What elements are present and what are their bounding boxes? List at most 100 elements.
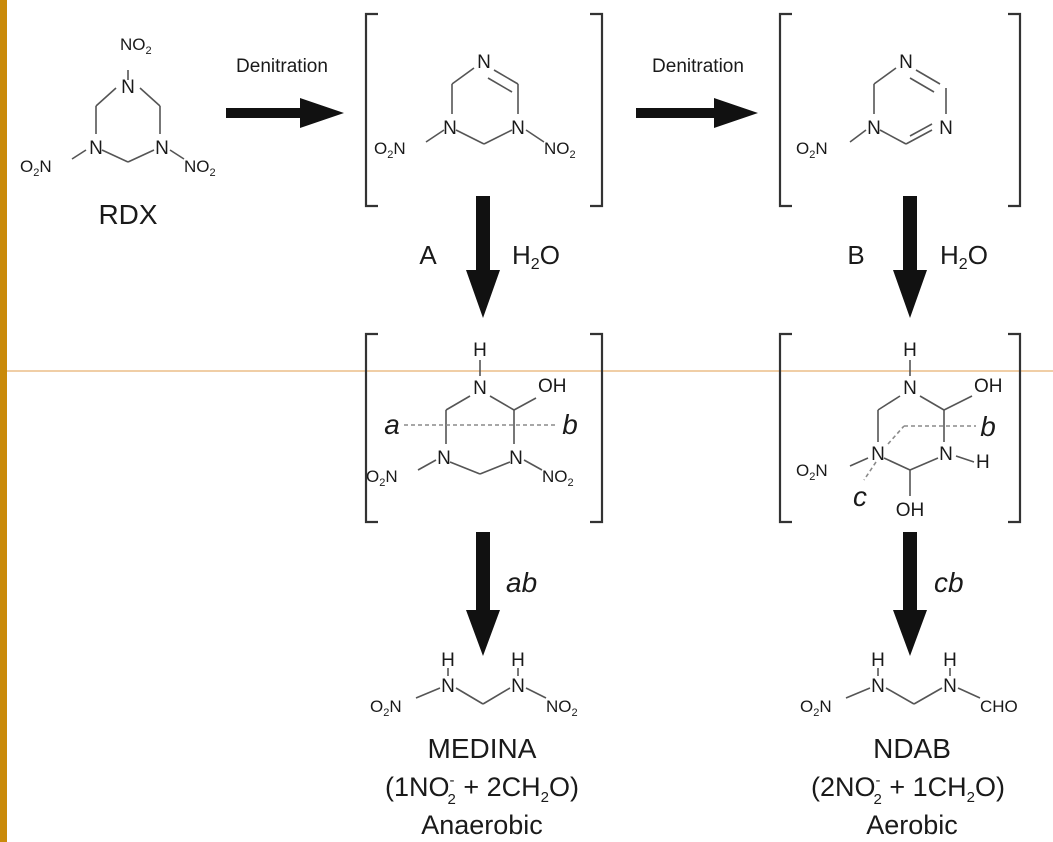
- reagent-water-b: H2O: [940, 240, 988, 273]
- atom-n-left: N: [89, 138, 103, 159]
- nitro-group-right: NO2: [546, 697, 578, 719]
- atom-n-top: N: [903, 378, 917, 399]
- arrow-denitration-2: [636, 98, 758, 128]
- nitro-group-left: O2N: [370, 697, 402, 719]
- hydroxyl-group-top: OH: [974, 376, 1003, 397]
- bracket-right: [590, 332, 604, 524]
- path-label-a: A: [419, 240, 437, 270]
- cleavage-site-b: b: [980, 411, 996, 442]
- cleavage-site-b: b: [562, 409, 578, 440]
- bond: [479, 461, 511, 475]
- atom-n-right: N: [939, 118, 953, 139]
- bond: [101, 149, 129, 163]
- bracket-left: [778, 332, 792, 524]
- atom-n-right: N: [509, 448, 523, 469]
- nitro-group-left: O2N: [20, 157, 52, 179]
- double-bond: [909, 123, 933, 137]
- atom-n-left: N: [871, 444, 885, 465]
- nitro-group-top: NO2: [120, 35, 152, 57]
- bracket-left: [364, 332, 378, 524]
- intermediate-2: N N N O2N: [778, 12, 1022, 208]
- bond: [919, 395, 945, 411]
- nitro-group-right: NO2: [544, 139, 576, 161]
- bond: [849, 457, 869, 467]
- cleavage-site-a: a: [384, 409, 400, 440]
- bond: [873, 67, 897, 85]
- cleavage-label-cb: cb: [934, 567, 964, 598]
- compound-name-rdx: RDX: [98, 199, 157, 230]
- bond: [957, 687, 981, 699]
- bond: [445, 395, 471, 411]
- atom-n-right: N: [943, 676, 957, 697]
- bond: [417, 459, 437, 471]
- intermediate-1: N N N O2N NO2: [364, 12, 604, 208]
- bond: [425, 129, 445, 143]
- bond: [943, 395, 973, 411]
- atom-n-left: N: [443, 118, 457, 139]
- atom-n-left: N: [867, 118, 881, 139]
- atom-n-top: N: [899, 52, 913, 73]
- medina-structure: H H N N O2N NO2: [370, 650, 578, 719]
- atom-n-left: N: [871, 676, 885, 697]
- condition-medina: Anaerobic: [421, 810, 543, 840]
- bond: [451, 67, 475, 85]
- atom-n-right: N: [511, 676, 525, 697]
- step-label-denitration-1: Denitration: [236, 56, 328, 77]
- bond: [877, 395, 901, 411]
- atom-n-right: N: [511, 118, 525, 139]
- bond: [455, 129, 485, 145]
- bond: [913, 687, 943, 705]
- bond: [489, 395, 515, 411]
- bracket-right: [1008, 12, 1022, 208]
- bracket-left: [364, 12, 378, 208]
- arrow-hydration-b: [893, 196, 927, 318]
- atom-n-right: N: [939, 444, 953, 465]
- bond: [127, 149, 155, 163]
- formyl-group: CHO: [980, 697, 1018, 716]
- nitro-group-left: O2N: [800, 697, 832, 719]
- atom-h: H: [903, 340, 917, 361]
- atom-n-left: N: [441, 676, 455, 697]
- double-bond: [909, 77, 935, 93]
- nitro-group-right: NO2: [542, 467, 574, 489]
- left-edge-strip: [0, 0, 7, 842]
- bond: [95, 87, 117, 107]
- arrow-cleavage-ab: [466, 532, 500, 656]
- bond: [449, 461, 481, 475]
- atom-h-right: H: [943, 650, 957, 671]
- ndab-structure: H H N N O2N CHO: [800, 650, 1018, 719]
- bond: [525, 687, 547, 699]
- path-label-b: B: [847, 240, 864, 270]
- atom-h-right: H: [976, 452, 990, 473]
- bracket-right: [590, 12, 604, 208]
- bond: [71, 149, 87, 160]
- bond: [483, 129, 513, 145]
- atom-h-left: H: [871, 650, 885, 671]
- bond: [139, 87, 161, 107]
- atom-n-right: N: [155, 138, 169, 159]
- bond: [845, 687, 871, 699]
- atom-h: H: [473, 340, 487, 361]
- reagent-water-a: H2O: [512, 240, 560, 273]
- nitro-group-left: O2N: [374, 139, 406, 161]
- arrow-cleavage-cb: [893, 532, 927, 656]
- bond: [885, 687, 915, 705]
- atom-n-left: N: [437, 448, 451, 469]
- bond: [513, 397, 537, 411]
- bracket-right: [1008, 332, 1022, 524]
- compound-name-medina: MEDINA: [428, 733, 537, 764]
- yield-medina: (1NO-2 + 2CH2O): [385, 772, 579, 808]
- cleavage-line-c: [863, 461, 877, 481]
- compound-name-ndab: NDAB: [873, 733, 951, 764]
- bond: [955, 455, 975, 463]
- atom-h-left: H: [441, 650, 455, 671]
- bond: [849, 129, 867, 143]
- bond: [525, 129, 545, 143]
- bond: [415, 687, 441, 699]
- bond: [879, 129, 907, 145]
- nitro-group-left: O2N: [796, 139, 828, 161]
- bond: [482, 687, 511, 705]
- atom-n-top: N: [121, 77, 135, 98]
- condition-ndab: Aerobic: [866, 810, 958, 840]
